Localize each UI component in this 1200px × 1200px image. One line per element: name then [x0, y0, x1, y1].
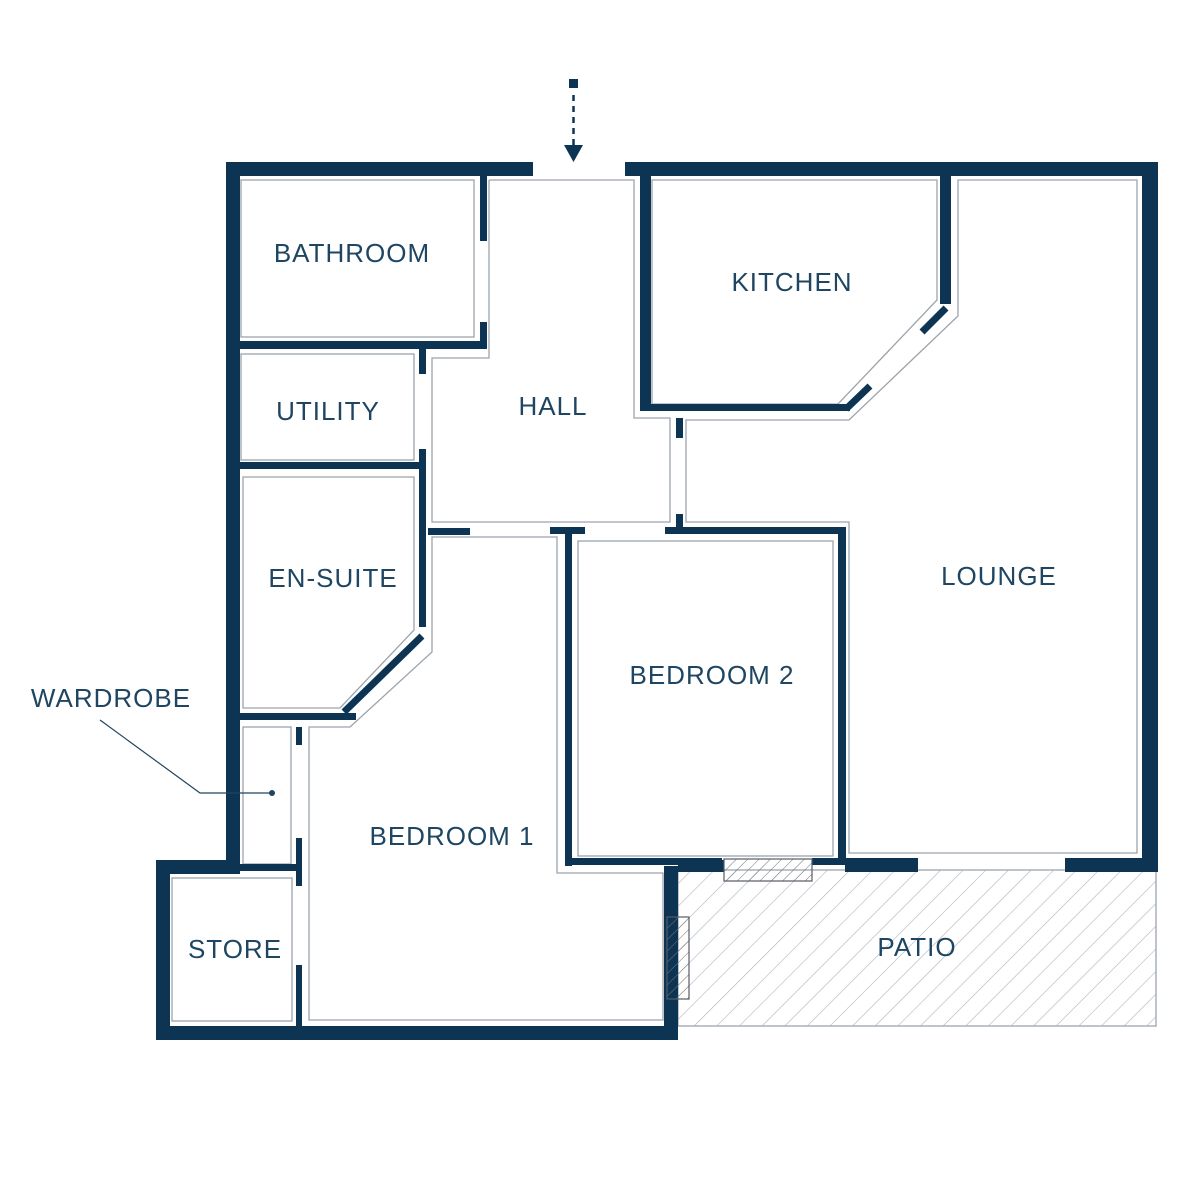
room-label-store: STORE	[188, 934, 282, 964]
entrance-arrow-icon	[564, 79, 583, 162]
room-label-bedroom-1: BEDROOM 1	[369, 821, 534, 851]
window	[723, 858, 813, 882]
room-label-bedroom-2: BEDROOM 2	[629, 660, 794, 690]
room-label-kitchen: KITCHEN	[731, 267, 852, 297]
interior-lines	[171, 179, 1138, 1022]
room-label-patio: PATIO	[877, 932, 956, 962]
room-label-en-suite: EN-SUITE	[268, 563, 397, 593]
room-label-hall: HALL	[518, 391, 587, 421]
room-label-wardrobe: WARDROBE	[31, 683, 191, 713]
walls	[156, 162, 1158, 1040]
patio-area	[677, 869, 1157, 1027]
room-label-bathroom: BATHROOM	[274, 238, 430, 268]
room-label-utility: UTILITY	[276, 396, 380, 426]
window	[666, 916, 690, 1000]
wardrobe-leader-line	[99, 719, 275, 796]
room-label-lounge: LOUNGE	[941, 561, 1057, 591]
